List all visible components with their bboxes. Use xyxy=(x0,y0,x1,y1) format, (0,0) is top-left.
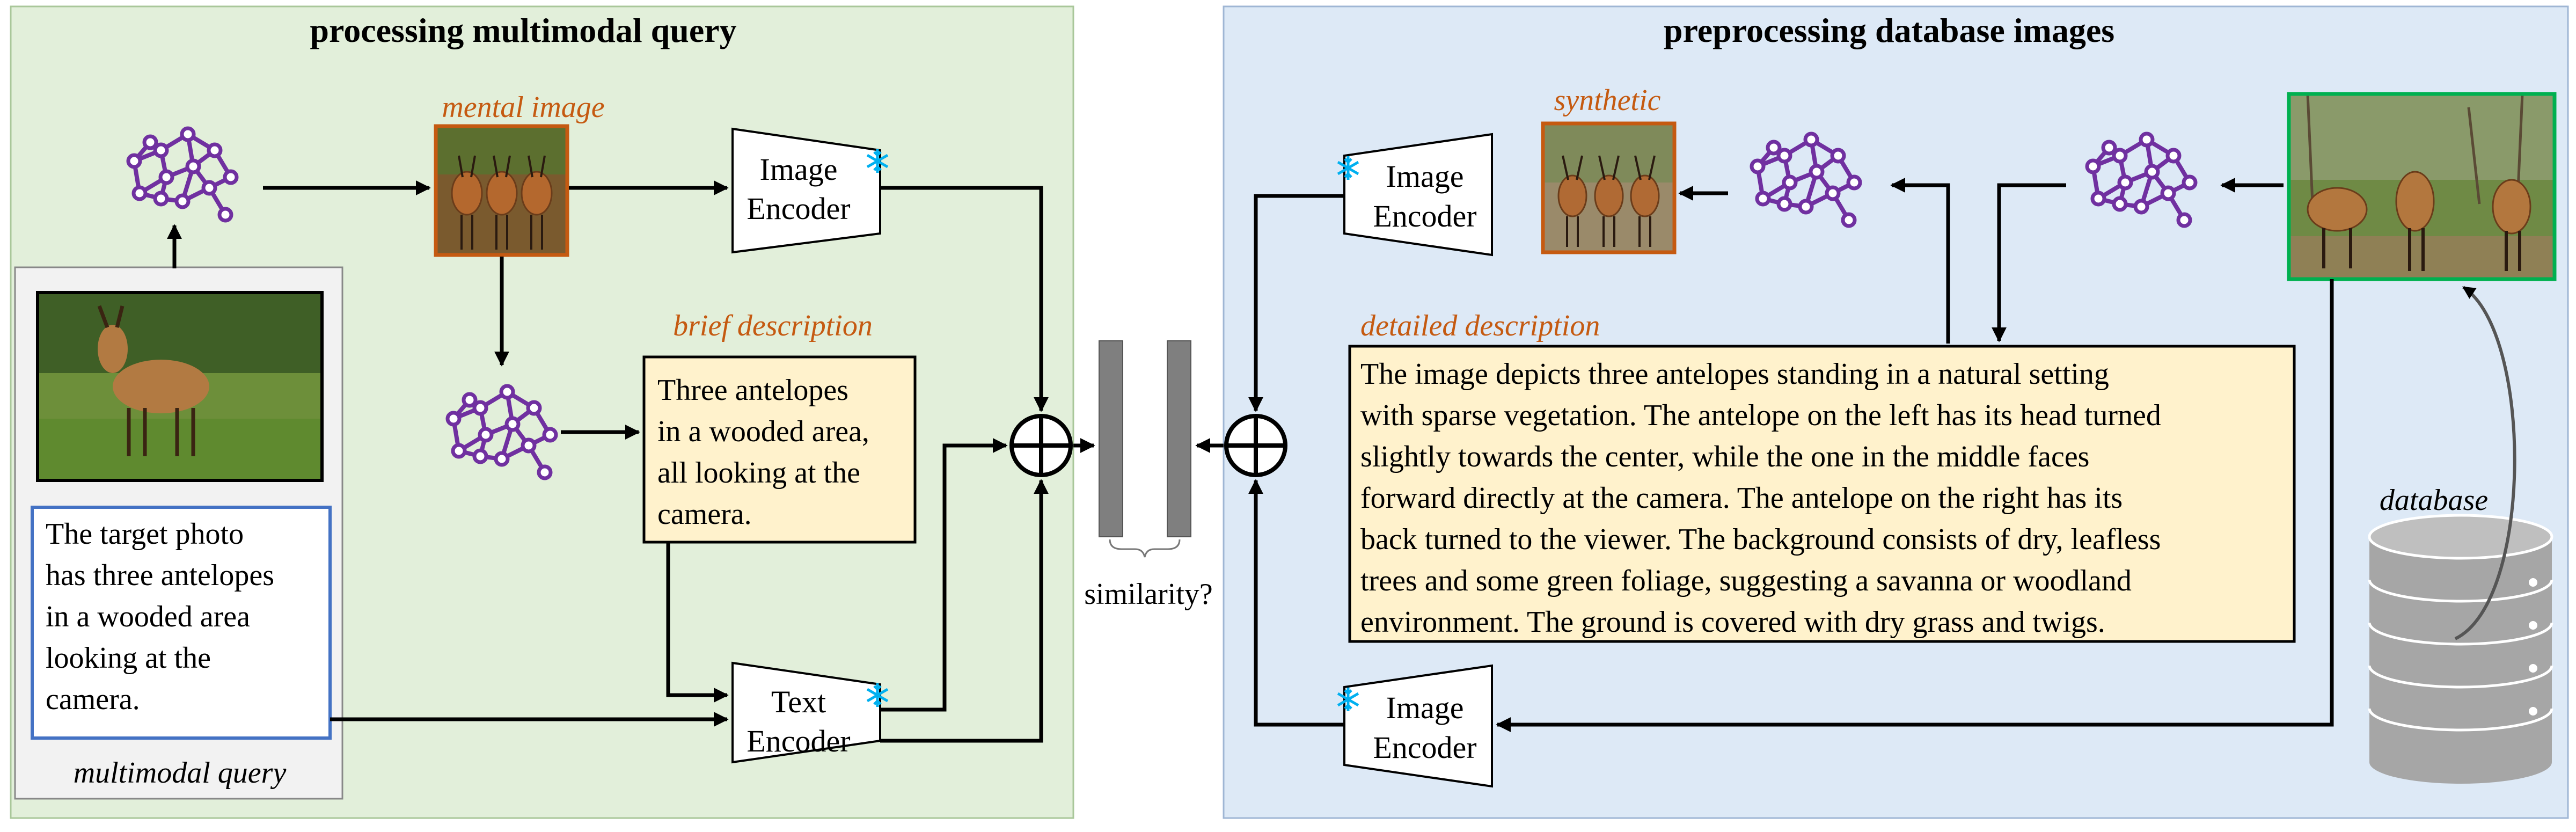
right-image-encoder-bottom: Image Encoder xyxy=(1343,664,1493,788)
database-curved-arrow xyxy=(2454,286,2516,640)
right-panel-title: preprocessing database images xyxy=(1664,11,2114,49)
left-panel-title: processing multimodal query xyxy=(310,11,736,49)
svg-text:forward directly at the camera: forward directly at the camera. The ante… xyxy=(1360,481,2123,515)
embedding-bars xyxy=(1099,340,1191,558)
svg-text:in a wooded area: in a wooded area xyxy=(46,600,250,633)
database-cylinder-icon xyxy=(2368,514,2553,784)
query-text-box: The target photo has three antelopes in … xyxy=(31,506,332,740)
svg-text:in a wooded area,: in a wooded area, xyxy=(657,415,869,448)
svg-text:The image depicts three antelo: The image depicts three antelopes standi… xyxy=(1360,357,2109,391)
right-arrows xyxy=(1073,178,2334,732)
multimodal-query-label: multimodal query xyxy=(74,756,287,790)
query-photo xyxy=(36,291,324,482)
database-image xyxy=(2287,92,2557,281)
mental-image-label: mental image xyxy=(442,91,604,124)
synthetic-image xyxy=(1541,121,1677,254)
svg-text:camera.: camera. xyxy=(657,498,752,531)
svg-text:Image: Image xyxy=(760,152,838,187)
svg-text:trees and some green foliage,: trees and some green foliage, suggesting… xyxy=(1360,564,2132,597)
svg-text:slightly towards the center, w: slightly towards the center, while the o… xyxy=(1360,440,2089,473)
svg-text:Three antelopes: Three antelopes xyxy=(657,374,848,407)
similarity-label: similarity? xyxy=(1084,578,1213,611)
right-image-encoder-top: Image Encoder xyxy=(1343,133,1493,257)
svg-text:camera.: camera. xyxy=(46,683,140,716)
svg-text:Encoder: Encoder xyxy=(747,724,850,758)
text-encoder: Text Encoder xyxy=(731,661,881,764)
svg-text:back turned to the viewer. The: back turned to the viewer. The backgroun… xyxy=(1360,523,2161,556)
mental-image xyxy=(434,124,569,257)
svg-text:Image: Image xyxy=(1386,690,1464,725)
right-circled-plus-icon xyxy=(1224,414,1287,477)
left-arrows xyxy=(167,180,1049,743)
left-circled-plus-icon xyxy=(1009,414,1073,477)
svg-text:Encoder: Encoder xyxy=(1373,730,1476,765)
svg-text:Encoder: Encoder xyxy=(747,191,850,226)
svg-text:all looking at the: all looking at the xyxy=(657,456,860,490)
svg-text:with sparse vegetation. The an: with sparse vegetation. The antelope on … xyxy=(1360,399,2161,432)
svg-text:Text: Text xyxy=(771,684,826,719)
left-image-encoder: Image Encoder xyxy=(731,127,881,254)
brief-description-box: Three antelopes in a wooded area, all lo… xyxy=(642,355,917,544)
brief-description-label: brief description xyxy=(673,309,873,342)
svg-text:The target photo: The target photo xyxy=(46,517,244,551)
svg-text:Image: Image xyxy=(1386,159,1464,194)
database-label: database xyxy=(2380,484,2488,517)
detailed-description-label: detailed description xyxy=(1360,309,1600,342)
svg-text:environment. The ground is cov: environment. The ground is covered with … xyxy=(1360,605,2105,639)
svg-text:looking at the: looking at the xyxy=(46,641,211,675)
svg-text:Encoder: Encoder xyxy=(1373,199,1476,233)
svg-text:has three antelopes: has three antelopes xyxy=(46,559,274,592)
detailed-description-box: The image depicts three antelopes standi… xyxy=(1348,345,2296,643)
synthetic-label: synthetic xyxy=(1554,84,1660,117)
